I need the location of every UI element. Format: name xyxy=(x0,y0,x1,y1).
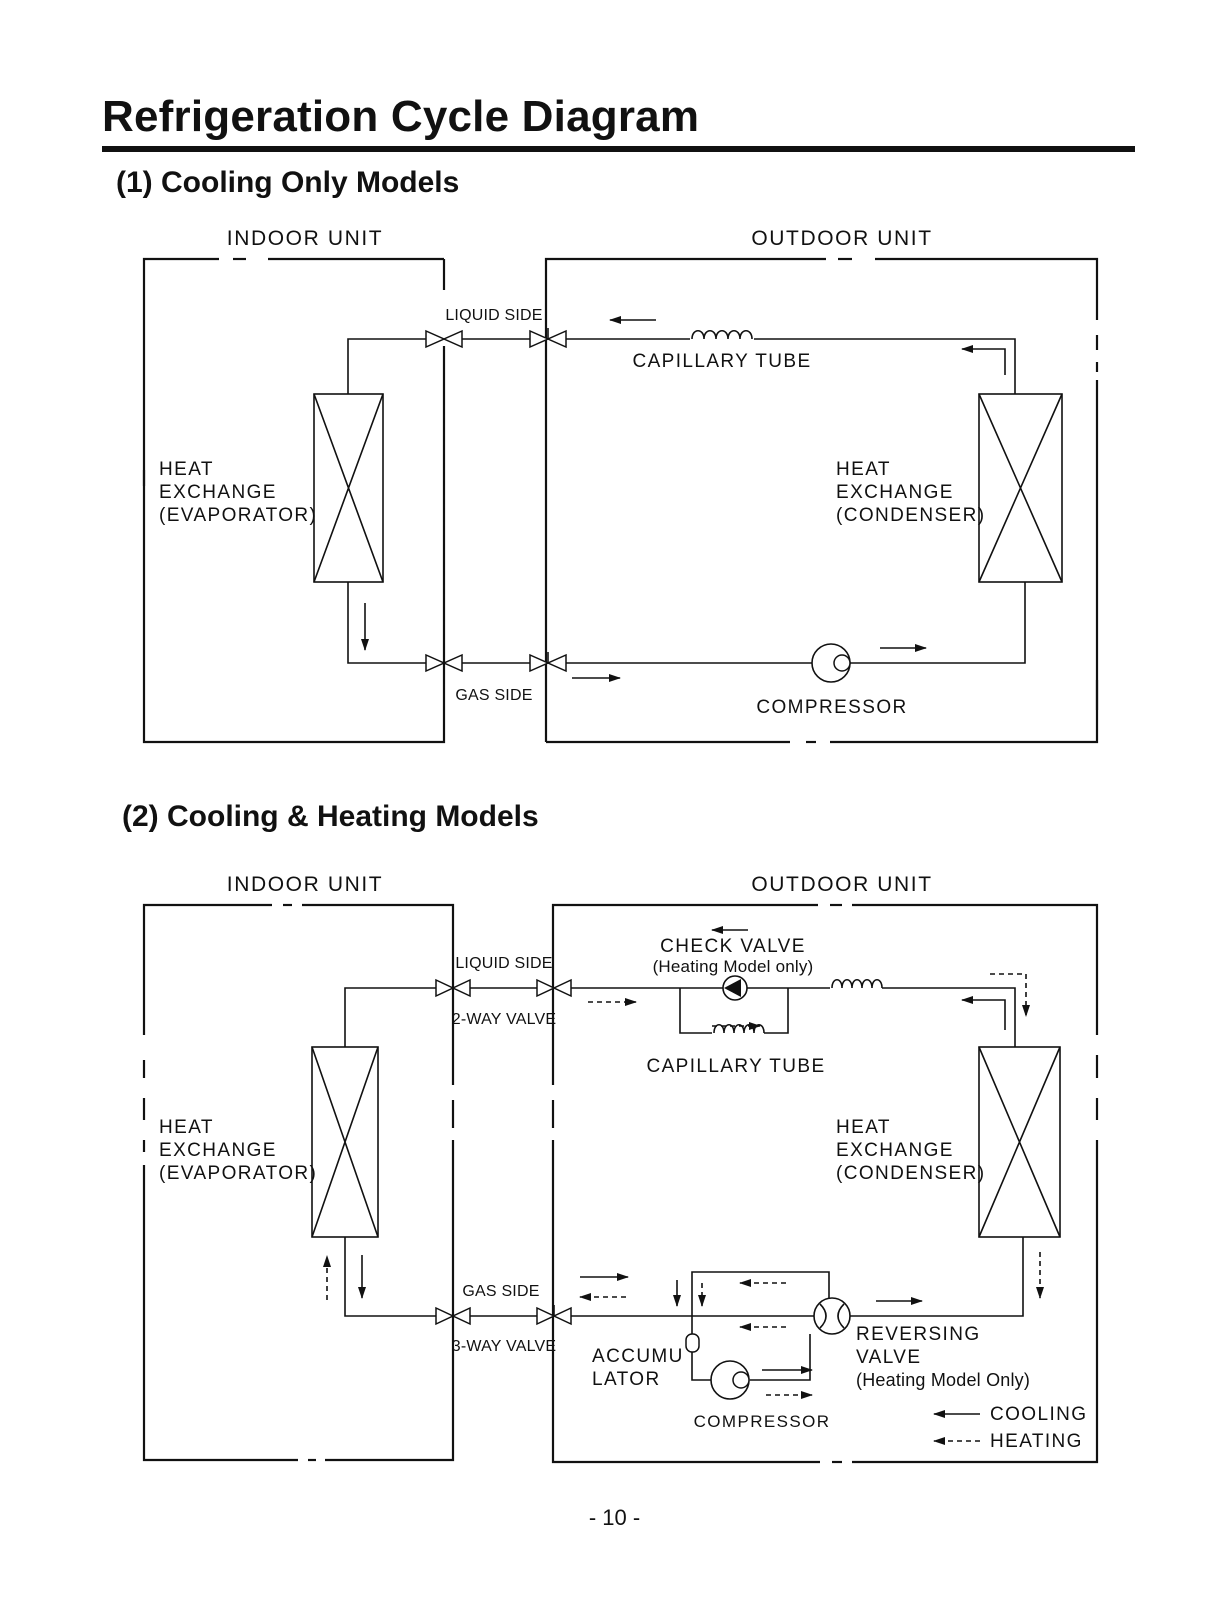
accumulator-label: ACCUMU LATOR xyxy=(592,1346,684,1390)
three-way-valve xyxy=(536,1305,572,1326)
liquid-valve-outdoor xyxy=(529,328,567,349)
liquid-side-label: LIQUID SIDE xyxy=(455,955,552,972)
section-heading-cooling-heating: (2) Cooling & Heating Models xyxy=(122,800,539,833)
gas-valve-outdoor xyxy=(529,652,567,673)
reversing-valve-label: REVERSING VALVE (Heating Model Only) xyxy=(856,1324,1030,1390)
svg-text:ACCUMU: ACCUMU xyxy=(592,1346,684,1367)
gas-line xyxy=(347,582,1026,664)
liquid-line xyxy=(347,338,1016,394)
svg-text:EXCHANGE: EXCHANGE xyxy=(159,1140,277,1161)
condenser-label: HEAT EXCHANGE (CONDENSER) xyxy=(836,459,985,526)
svg-text:HEAT: HEAT xyxy=(159,459,214,480)
compressor-symbol xyxy=(710,1360,750,1400)
reversing-valve-symbol xyxy=(813,1297,851,1335)
evaporator-coil xyxy=(311,1046,379,1238)
gas-line-condenser xyxy=(850,1237,1024,1317)
outdoor-unit-label: OUTDOOR UNIT xyxy=(751,873,932,896)
check-valve-label: CHECK VALVE xyxy=(660,936,806,957)
title-rule xyxy=(102,146,1135,152)
evaporator-label: HEAT EXCHANGE (EVAPORATOR) xyxy=(159,459,317,526)
outdoor-unit-box xyxy=(551,903,1099,1464)
legend: COOLING HEATING xyxy=(933,1404,1087,1452)
two-way-valve-label: 2-WAY VALVE xyxy=(452,1011,556,1028)
svg-text:REVERSING: REVERSING xyxy=(856,1324,981,1345)
three-way-valve-label: 3-WAY VALVE xyxy=(452,1338,556,1355)
svg-text:EXCHANGE: EXCHANGE xyxy=(159,482,277,503)
heating-arrow xyxy=(990,973,1030,1017)
svg-text:EXCHANGE: EXCHANGE xyxy=(836,1140,954,1161)
gas-side-label: GAS SIDE xyxy=(455,687,532,704)
accumulator-line xyxy=(691,1316,711,1381)
liquid-side-label: LIQUID SIDE xyxy=(445,307,542,324)
gas-valve-indoor xyxy=(425,653,463,673)
section-heading-cooling-only: (1) Cooling Only Models xyxy=(116,166,460,199)
evaporator-coil xyxy=(313,393,384,583)
indoor-unit-box xyxy=(142,257,446,744)
gas-side-label: GAS SIDE xyxy=(462,1283,539,1300)
capillary-tube-label: CAPILLARY TUBE xyxy=(646,1056,825,1077)
svg-text:HEAT: HEAT xyxy=(836,459,891,480)
svg-text:(CONDENSER): (CONDENSER) xyxy=(836,1163,985,1184)
compressor-symbol xyxy=(811,643,851,683)
svg-text:(EVAPORATOR): (EVAPORATOR) xyxy=(159,1163,317,1184)
page-number: - 10 - xyxy=(588,1505,641,1530)
liquid-valve-indoor xyxy=(425,329,463,349)
svg-text:EXCHANGE: EXCHANGE xyxy=(836,482,954,503)
check-valve-symbol xyxy=(722,975,748,1001)
condenser-coil xyxy=(978,1046,1061,1238)
compressor-discharge-line xyxy=(750,1334,811,1381)
svg-text:VALVE: VALVE xyxy=(856,1347,921,1368)
capillary-tube-coil xyxy=(690,329,754,342)
condenser-label: HEAT EXCHANGE (CONDENSER) xyxy=(836,1117,985,1184)
liquid-valve-indoor xyxy=(435,978,471,998)
indoor-unit-label: INDOOR UNIT xyxy=(227,873,383,896)
reversing-valve-loop xyxy=(691,1271,830,1316)
capillary-tube-coil xyxy=(830,978,883,992)
outdoor-unit-label: OUTDOOR UNIT xyxy=(751,227,932,250)
capillary-tube-coil-bypass xyxy=(712,1023,765,1037)
legend-heating-label: HEATING xyxy=(990,1431,1083,1452)
svg-text:LATOR: LATOR xyxy=(592,1369,661,1390)
indoor-unit-box xyxy=(142,903,455,1462)
evaporator-label: HEAT EXCHANGE (EVAPORATOR) xyxy=(159,1117,317,1184)
indoor-unit-label: INDOOR UNIT xyxy=(227,227,383,250)
svg-text:(Heating Model Only): (Heating Model Only) xyxy=(856,1370,1030,1390)
svg-text:(EVAPORATOR): (EVAPORATOR) xyxy=(159,505,317,526)
two-way-valve xyxy=(536,978,572,998)
svg-text:HEAT: HEAT xyxy=(836,1117,891,1138)
diagram-cooling-only: INDOOR UNIT OUTDOOR UNIT xyxy=(142,227,1099,744)
accumulator-symbol xyxy=(685,1333,700,1353)
cooling-arrow xyxy=(961,996,1006,1030)
svg-text:HEAT: HEAT xyxy=(159,1117,214,1138)
gas-valve-indoor xyxy=(435,1306,471,1326)
check-valve-note: (Heating Model only) xyxy=(653,957,814,976)
outdoor-unit-box xyxy=(544,257,1099,744)
condenser-coil xyxy=(978,393,1063,583)
legend-cooling-label: COOLING xyxy=(990,1404,1087,1425)
compressor-label: COMPRESSOR xyxy=(694,1412,831,1431)
flow-arrow xyxy=(961,345,1006,375)
compressor-label: COMPRESSOR xyxy=(756,697,907,718)
capillary-tube-label: CAPILLARY TUBE xyxy=(632,351,811,372)
page-title: Refrigeration Cycle Diagram xyxy=(102,92,700,141)
gas-line-indoor xyxy=(344,1237,814,1317)
svg-text:(CONDENSER): (CONDENSER) xyxy=(836,505,985,526)
diagram-cooling-heating: INDOOR UNIT OUTDOOR UNIT xyxy=(142,873,1099,1464)
